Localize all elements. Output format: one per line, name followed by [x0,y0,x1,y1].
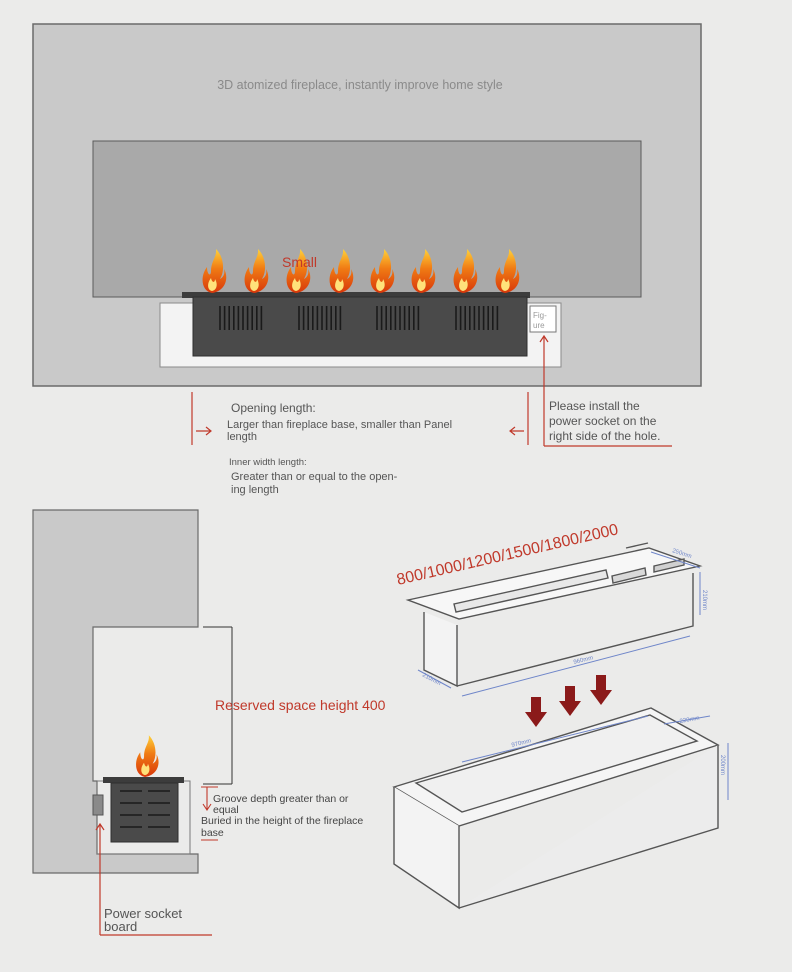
socket-pointer [539,334,672,447]
buried-line2: base [201,827,224,839]
socket-board-label-2: board [104,919,137,934]
dim-box-length: 970mm [511,738,532,749]
fireplace-panel [92,140,642,298]
socket-board-pointer [95,822,212,936]
opening-title: Opening length: [231,401,316,415]
dim-box-height: 200mm [719,755,725,775]
small-label: Small [282,254,317,270]
upper-dimensions [417,551,701,697]
socket-box [529,305,557,333]
mini-insert-rim [103,777,184,783]
socket-board-label-1: Power socket [104,906,182,921]
groove-depth-mark [201,786,218,841]
inner-title: Inner width length: [229,457,307,468]
burner-unit [405,542,703,688]
box-dimensions [461,715,729,800]
buried-line1: Buried in the height of the fireplace [201,815,363,827]
opening-right-arrow [509,426,524,436]
opening-left-arrow [196,426,212,436]
socket-note-2: power socket on the [549,414,657,428]
groove-line2: equal [213,804,239,816]
opening-line1: Larger than fireplace base, smaller than… [227,419,452,431]
mini-flame-icon [136,735,159,777]
inner-line1: Greater than or equal to the open- [231,471,398,483]
figure-label-1: Fig- [533,311,547,320]
socket-note-1: Please install the [549,399,640,413]
install-box [392,707,720,910]
opening-line2: length [227,431,257,443]
groove-line1: Groove depth greater than or [213,793,349,805]
socket-board [92,794,104,816]
reserved-label: Reserved space height 400 [215,697,386,713]
figure-label-2: ure [533,321,545,330]
inner-line2: ing length [231,484,279,496]
socket-note-3: right side of the hole. [549,429,660,443]
headline: 3D atomized fireplace, instantly improve… [217,78,503,92]
dim-length: 960mm [573,655,594,666]
down-arrows [525,675,612,727]
dim-depth: 250mm [671,548,692,560]
mini-vents [120,790,170,828]
dim-box-depth: 220mm [679,716,700,725]
insert-rim [182,292,530,298]
dim-height: 210mm [701,590,707,610]
fireplace-insert [192,296,528,357]
mini-insert [110,782,179,843]
vent-grilles [219,306,499,330]
